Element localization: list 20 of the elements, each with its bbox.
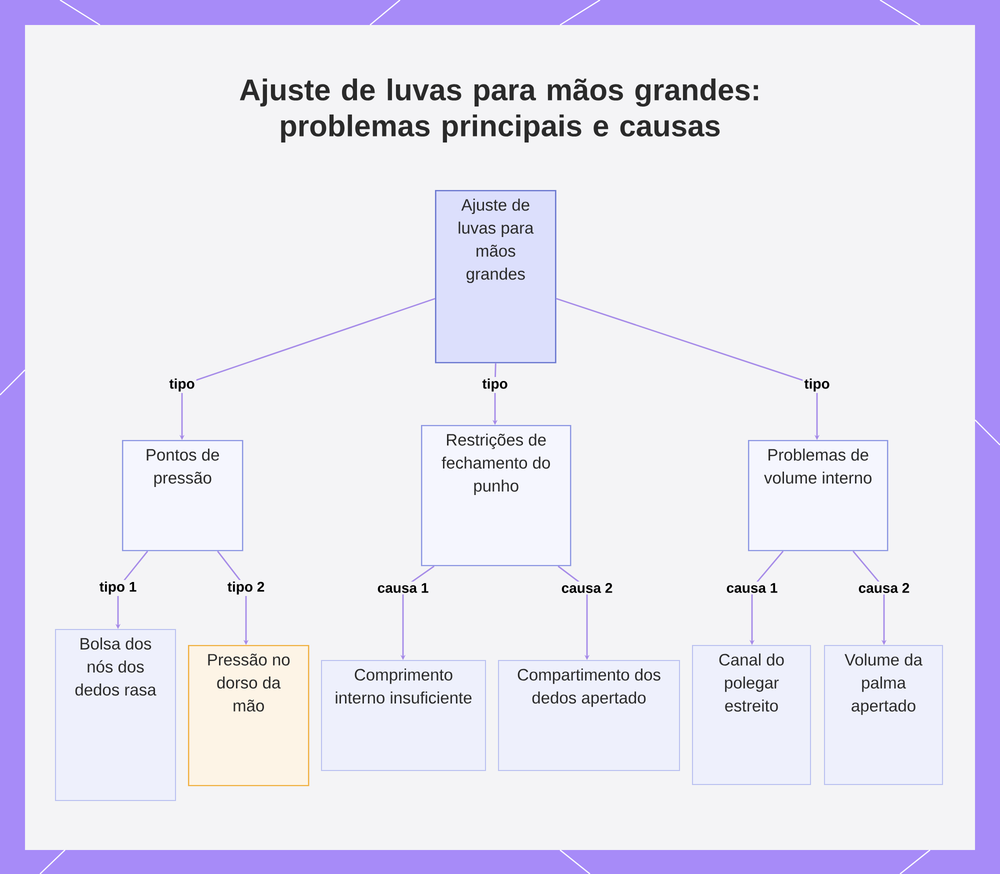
category-box: Restrições de fechamento do punho bbox=[421, 424, 572, 566]
cause-box: Bolsa dos nós dos dedos rasa bbox=[55, 628, 176, 801]
edge-label: causa 1 bbox=[724, 582, 780, 594]
edge-label: tipo bbox=[802, 376, 832, 393]
category-box: Pontos de pressão bbox=[122, 440, 244, 552]
cause-box: Canal do polegar estreito bbox=[692, 644, 811, 785]
edge-label: causa 2 bbox=[560, 582, 614, 594]
cause-box: Compartimento dos dedos apertado bbox=[498, 660, 680, 771]
cause-box: Pressão no dorso da mão bbox=[188, 644, 310, 786]
edge-label: tipo 2 bbox=[226, 580, 266, 596]
edge-label: tipo 1 bbox=[98, 580, 138, 596]
category-box: Problemas de volume interno bbox=[748, 440, 888, 552]
edge-label: causa 1 bbox=[376, 582, 430, 594]
title: Ajuste de luvas para mãos grandes: problemas principais e causas bbox=[240, 78, 758, 142]
edge-label: causa 2 bbox=[856, 582, 912, 594]
topic-box: Ajuste de luvas para mãos grandes bbox=[435, 190, 556, 364]
edge-label: tipo bbox=[480, 376, 510, 393]
cause-box: Volume da palma apertado bbox=[824, 644, 943, 785]
edge-label: tipo bbox=[168, 376, 196, 393]
cause-box: Comprimento interno insuficiente bbox=[321, 660, 486, 771]
